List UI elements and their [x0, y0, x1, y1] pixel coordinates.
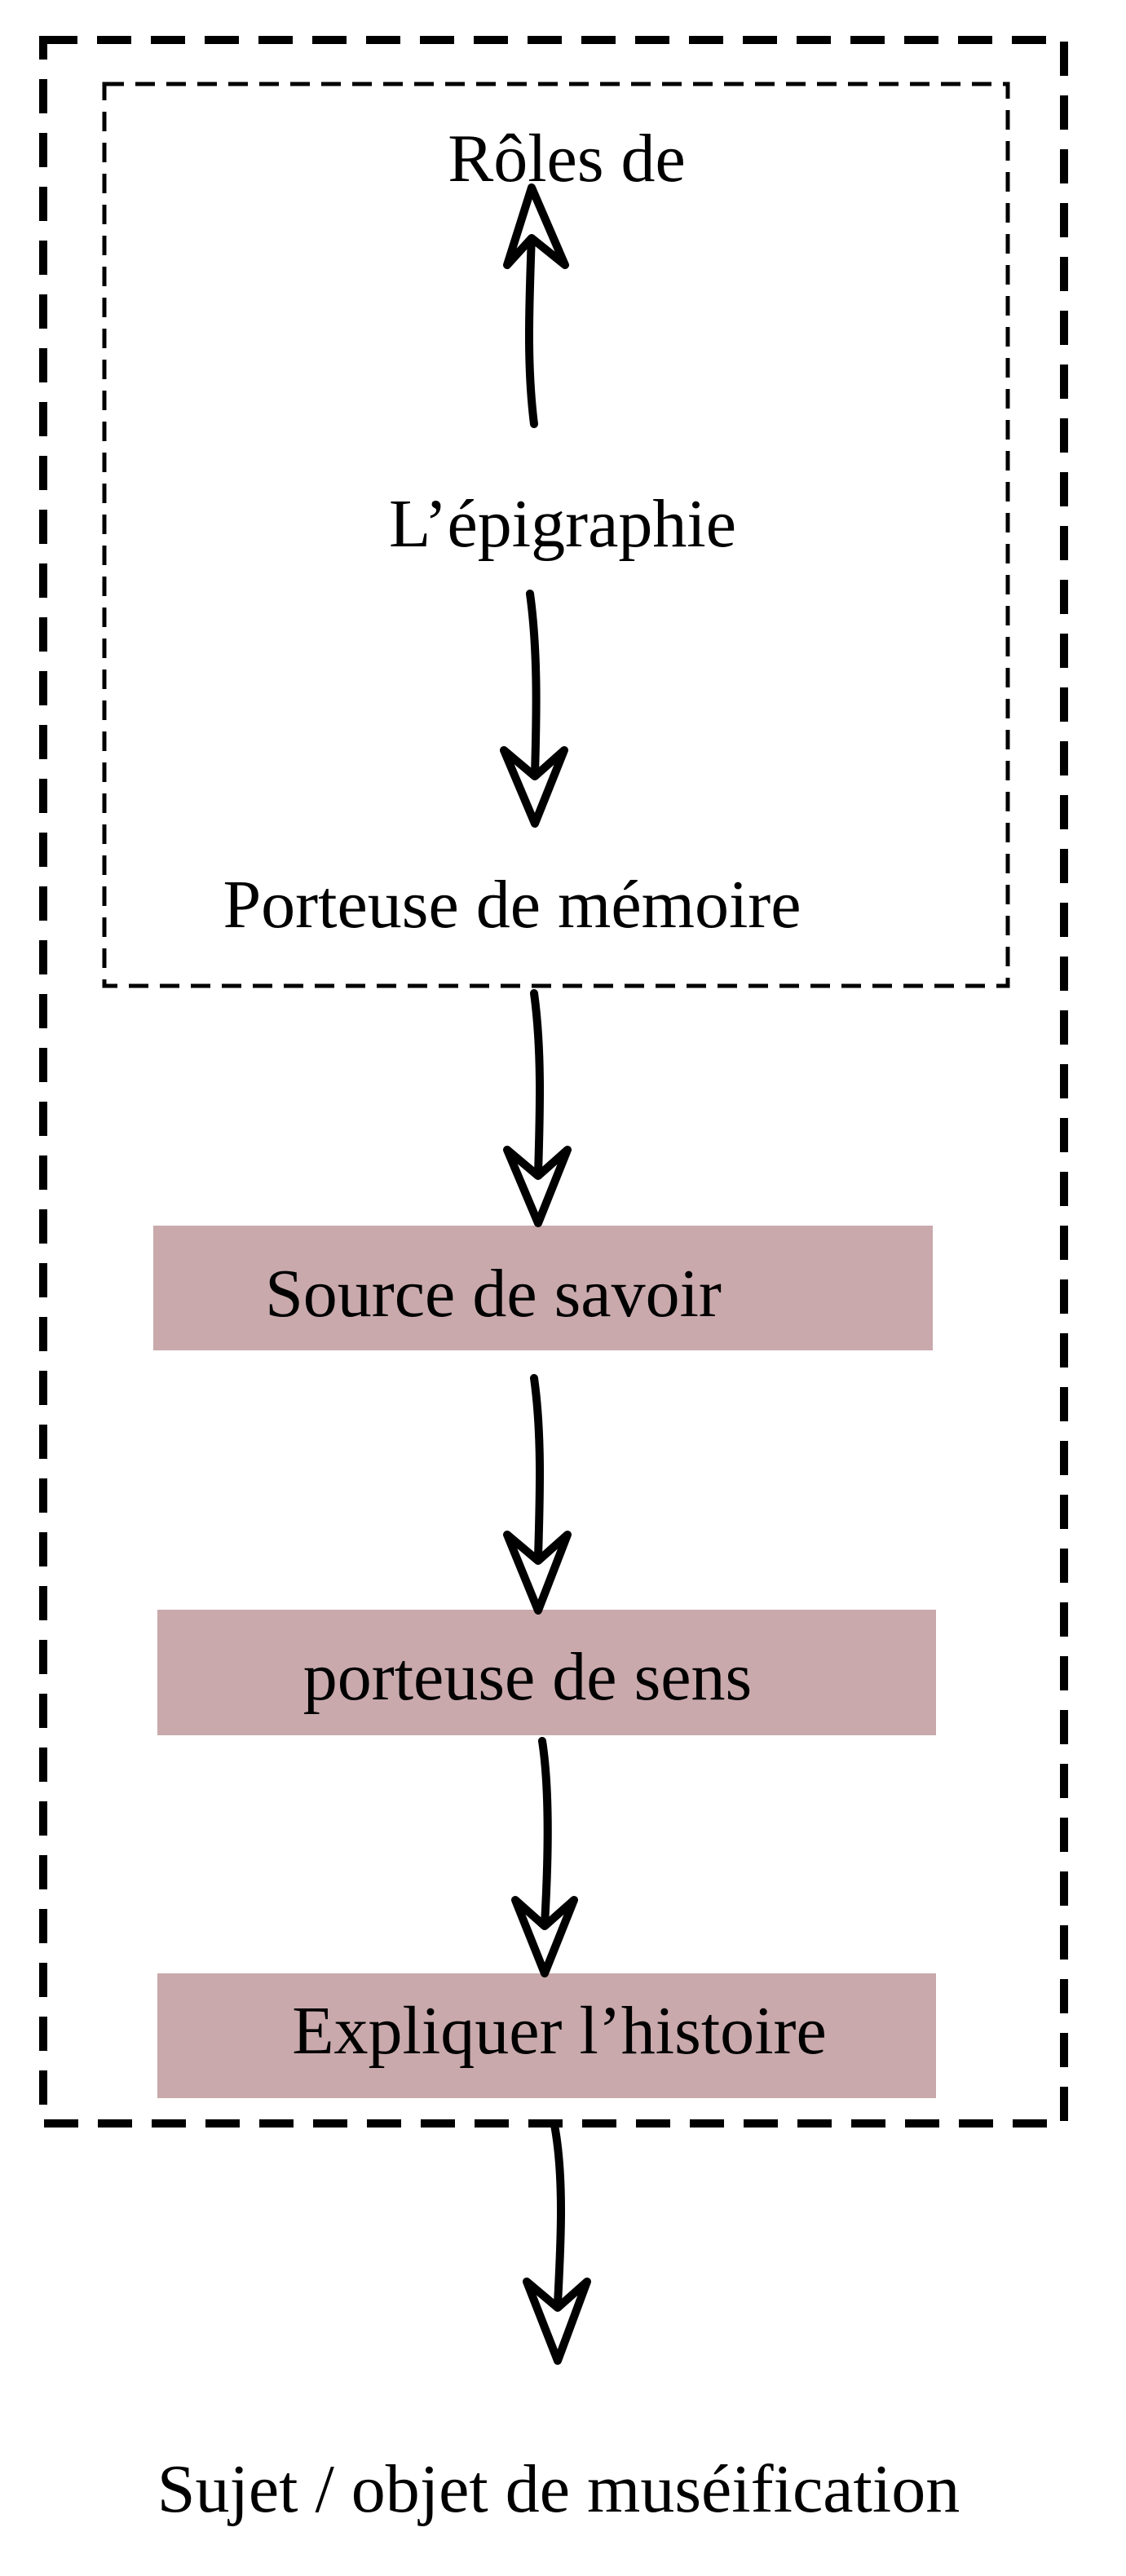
label-porteuse-de-sens: porteuse de sens [303, 1639, 753, 1715]
arrow-epigraphie-to-memoire [500, 590, 568, 828]
label-roles-de: Rôles de [448, 121, 686, 197]
arrow-histoire-to-museification [523, 2121, 591, 2365]
step-box-expliquer-histoire [157, 1973, 936, 2098]
step-box-porteuse-de-sens [157, 1610, 936, 1735]
step-box-source-de-savoir [153, 1226, 933, 1350]
label-expliquer-histoire: Expliquer l’histoire [292, 1993, 827, 2069]
outer-dashed-frame [39, 36, 1068, 2128]
arrow-sens-to-histoire [511, 1737, 578, 1977]
label-epigraphie: L’épigraphie [389, 486, 736, 562]
inner-dashed-frame [102, 82, 1010, 988]
arrow-memoire-to-savoir [503, 989, 572, 1227]
arrow-epigraphie-to-roles [503, 183, 569, 428]
label-source-de-savoir: Source de savoir [265, 1256, 722, 1332]
arrow-savoir-to-sens [503, 1374, 572, 1615]
label-sujet-objet-museification: Sujet / objet de muséification [157, 2451, 960, 2527]
label-porteuse-de-memoire: Porteuse de mémoire [223, 867, 801, 943]
